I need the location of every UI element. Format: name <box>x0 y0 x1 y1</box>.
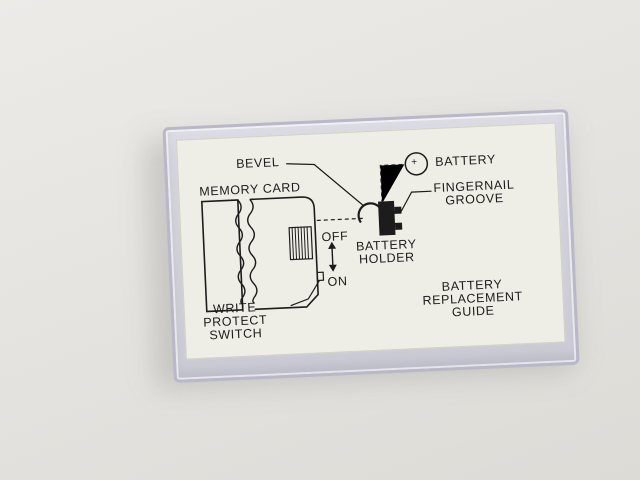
memory-card-right-outline <box>249 196 319 311</box>
battery-plus-symbol: + <box>411 156 418 169</box>
battery-holder-label: BATTERY HOLDER <box>355 236 417 267</box>
card-to-holder-dashed-line <box>316 217 363 222</box>
diagram-drawing <box>200 152 432 313</box>
fingernail-groove-label: FINGERNAIL GROOVE <box>433 177 515 208</box>
battery-label: BATTERY <box>434 152 497 169</box>
battery-circle <box>404 152 429 176</box>
bevel-leader <box>286 163 365 207</box>
on-label: ON <box>327 274 348 289</box>
battery-replacement-guide-title: BATTERY REPLACEMENT GUIDE <box>422 277 524 320</box>
bevel-label: BEVEL <box>235 155 280 172</box>
memory-card-contacts <box>288 226 314 261</box>
write-protect-leader <box>290 280 321 307</box>
write-protect-switch-label: WRITE PROTECT SWITCH <box>202 300 268 343</box>
memory-card-left-outline <box>200 199 244 313</box>
memory-card-wave-2 <box>247 198 258 304</box>
battery-guide-card: BEVEL + BATTERY MEMORY CARD FINGERNAIL G… <box>175 122 566 360</box>
off-label: OFF <box>321 229 349 245</box>
write-protect-switch <box>316 271 325 282</box>
groove-leader <box>399 190 432 213</box>
battery-holder-body <box>377 200 396 236</box>
plastic-case: BEVEL + BATTERY MEMORY CARD FINGERNAIL G… <box>162 108 580 384</box>
memory-card-wave-1 <box>235 199 246 305</box>
holder-to-battery-dashed-line <box>379 163 405 204</box>
